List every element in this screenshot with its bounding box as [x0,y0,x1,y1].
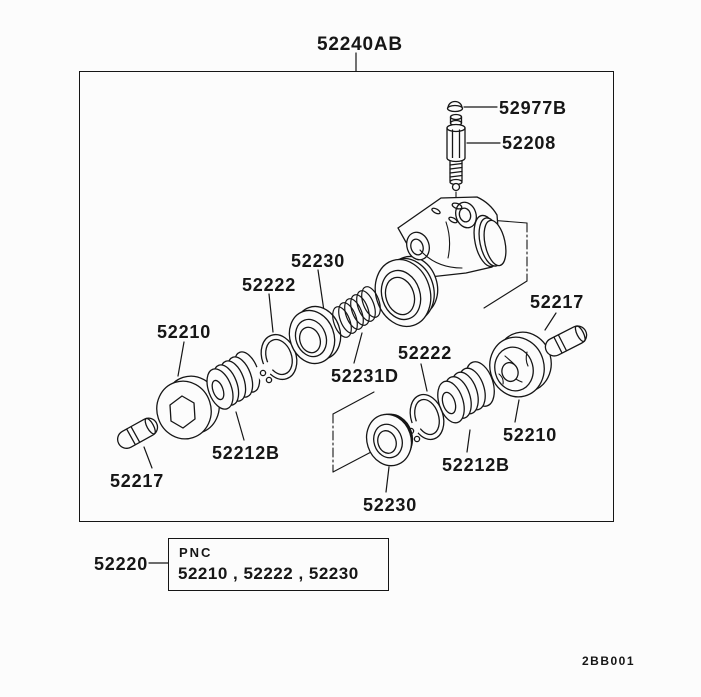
callout-snap-ring-left: 52222 [242,275,297,295]
assembly-label: 52240AB [317,34,403,55]
callout-bleeder-screw: 52208 [502,133,557,153]
cup-right-drawing [489,331,552,398]
callout-pin-left: 52217 [110,471,165,491]
pin-right-drawing [544,325,588,357]
axis-bracket-bottom [332,391,375,473]
drawing-code: 2BB001 [582,654,636,668]
callout-cup-seal-bottom: 52230 [363,495,418,515]
callout-cup-right: 52210 [503,425,558,445]
piston-right-drawing [437,361,495,424]
piston-left-drawing [206,351,261,410]
spring-drawing [332,286,381,338]
callout-bleeder-cap: 52977B [499,98,567,118]
pin-left-drawing [116,417,159,449]
pnc-parts-list: 52210 , 52222 , 52230 [178,564,359,583]
pnc-caption: PNC [179,545,213,560]
assembly-boundary-box [79,71,614,522]
cup-seal-bottom-drawing [365,413,414,467]
bleeder-cap-drawing [446,100,464,113]
callout-piston-right: 52212B [442,455,510,475]
pnc-box: PNC 52210 , 52222 , 52230 [168,538,389,591]
piston-washer-left-drawing [156,375,220,440]
callout-piston-washer-left: 52210 [157,322,212,342]
callout-cup-seal-left: 52230 [291,251,346,271]
callout-pin-right: 52217 [530,292,585,312]
cup-seal-left-drawing [288,305,342,365]
callout-piston-left: 52212B [212,443,280,463]
bleeder-screw-drawing [446,113,466,207]
callout-spring: 52231D [331,366,399,386]
callout-snap-ring-right: 52222 [398,343,453,363]
pnc-group-label: 52220 [94,554,149,574]
leader-lines [143,52,557,564]
cylinder-body-drawing [374,196,507,328]
